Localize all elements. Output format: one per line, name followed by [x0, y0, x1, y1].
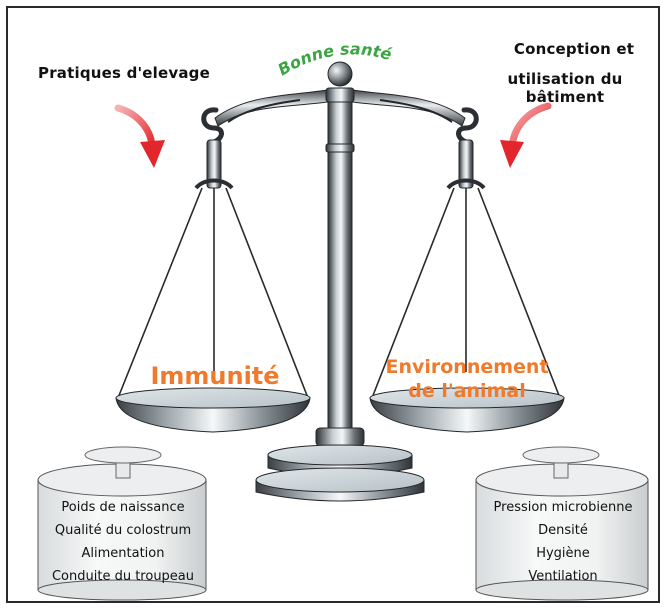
right-pan: [369, 387, 565, 433]
scale-base: [255, 427, 425, 502]
right-pan-label-line2: de l'animal: [408, 380, 526, 402]
left-weight-list: Poids de naissance Qualité du colostrum …: [40, 496, 206, 588]
scale-beam: [214, 87, 466, 127]
left-red-arrow: [114, 104, 165, 168]
left-weight-item: Poids de naissance: [61, 500, 185, 515]
left-hook: [194, 107, 234, 190]
right-weight-item: Ventilation: [528, 569, 598, 584]
left-pan-label: Immunité: [150, 362, 280, 390]
right-pan-strings: [371, 187, 561, 399]
right-pan-label-line1: Environnement: [385, 356, 549, 378]
scale-column: [325, 61, 355, 438]
left-pan-strings: [117, 187, 309, 399]
right-hook: [446, 107, 486, 190]
left-weight-item: Conduite du troupeau: [51, 569, 195, 584]
right-weight-item: Densité: [538, 523, 588, 538]
right-weight-item: Hygiène: [536, 546, 590, 561]
right-weight-list: Pression microbienne Densité Hygiène Ven…: [478, 496, 648, 588]
right-weight-item: Pression microbienne: [493, 500, 633, 515]
right-red-arrow: [500, 102, 552, 168]
left-weight: [37, 446, 207, 601]
left-weight-item: Alimentation: [81, 546, 165, 561]
left-pan: [115, 387, 311, 433]
right-title-line1: Conception et: [513, 40, 635, 58]
right-weight: [475, 446, 649, 601]
left-title: Pratiques d'elevage: [38, 64, 210, 82]
right-title-line2: utilisation du bâtiment: [507, 70, 623, 106]
left-weight-item: Qualité du colostrum: [54, 523, 192, 538]
